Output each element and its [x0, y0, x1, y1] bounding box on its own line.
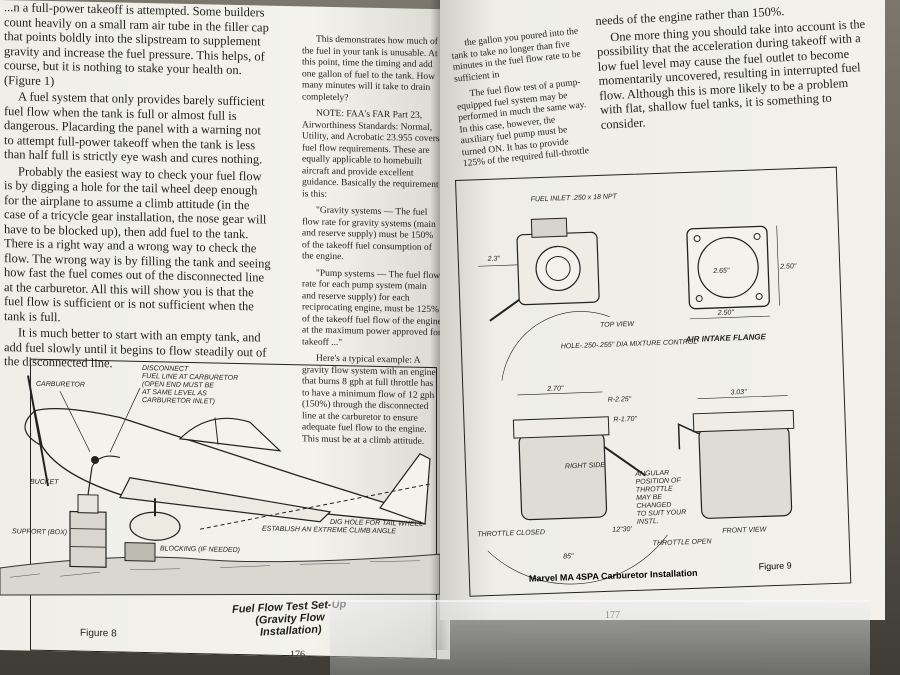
airplane-fuel-test-drawing: CARBURETOR DISCONNECT FUEL LINE AT CARBU…: [0, 365, 440, 596]
acrylic-book-stand: [330, 600, 870, 675]
right-page: the gallon you poured into the tank to t…: [440, 0, 885, 620]
label-top-view: TOP VIEW: [600, 321, 635, 329]
carb-front-view: [677, 395, 795, 519]
label-dim-2-65: 2.65": [712, 267, 730, 275]
figure-9-number: Figure 9: [758, 560, 791, 571]
paragraph: The fuel flow test of a pump-equipped fu…: [456, 77, 590, 170]
label-fuel-inlet: FUEL INLET .250 x 18 NPT: [531, 193, 618, 203]
label-dim-2-50b: 2.50": [717, 309, 735, 317]
label-front-view: FRONT VIEW: [722, 526, 768, 535]
label-right-side: RIGHT SIDE: [565, 462, 606, 470]
figure-8-number: Figure 8: [80, 627, 117, 640]
right-page-column1: the gallon you poured into the tank to t…: [450, 26, 594, 175]
label-air-intake-flange: AIR INTAKE FLANGE: [684, 332, 766, 344]
paragraph: "Gravity systems — The fuel flow rate fo…: [302, 205, 436, 263]
label-blocking: BLOCKING (IF NEEDED): [160, 545, 240, 554]
air-intake-flange: [686, 225, 780, 320]
label-throttle-open: THROTTLE OPEN: [653, 538, 713, 547]
label-angle-85: 85": [563, 553, 574, 560]
paragraph: ...n a full-power takeoff is attempted. …: [4, 0, 269, 88]
label-hole: HOLE-.250-.255" DIA MIXTURE CONTROL: [561, 339, 698, 351]
label-dim-2-70: 2.70": [546, 385, 564, 393]
paragraph: "Pump systems — The fuel flow rate for e…: [302, 268, 442, 348]
right-page-column2: needs of the engine rather than 150%. On…: [595, 0, 871, 134]
page-number-left: 176: [290, 649, 305, 660]
note-paragraph: NOTE: FAA's FAR Part 23, Airworthiness S…: [302, 108, 440, 200]
label-dim-2-50a: 2.50": [779, 263, 797, 271]
label-angle-12: 12"30': [612, 526, 632, 534]
label-dim-3-03: 3.03": [730, 389, 747, 397]
label-disconnect: DISCONNECT FUEL LINE AT CARBURETOR (OPEN…: [141, 365, 240, 406]
label-bucket: BUCKET: [30, 479, 59, 487]
left-page-text: ...n a full-power takeoff is attempted. …: [4, 0, 272, 376]
label-throttle-closed: THROTTLE CLOSED: [477, 529, 545, 538]
label-dim-2-3: 2.3": [487, 255, 501, 262]
label-angular: ANGULAR POSITION OF THROTTLE MAY BE CHAN…: [634, 469, 688, 526]
paragraph: This demonstrates how much of the fuel i…: [302, 34, 438, 103]
label-carburetor: CARBURETOR: [36, 381, 85, 389]
figure-9-title: Marvel MA 4SPA Carburetor Installation: [529, 568, 698, 584]
paragraph: Probably the easiest way to check your f…: [4, 163, 271, 324]
label-dim-r225: R-2.25": [608, 396, 632, 404]
label-dim-r170: R-1.70": [613, 416, 637, 424]
paragraph: the gallon you poured into the tank to t…: [451, 26, 582, 85]
carb-right-side-view: [487, 391, 668, 585]
carburetor-drawing: FUEL INLET .250 x 18 NPT TOP VIEW HOLE-.…: [477, 193, 797, 585]
label-hole: DIG HOLE FOR TAIL WHEEL: [330, 519, 423, 528]
paragraph: A fuel system that only provides barely …: [4, 89, 265, 167]
left-page: ...n a full-power takeoff is attempted. …: [0, 0, 450, 660]
label-establish: ESTABLISH AN EXTREME CLIMB ANGLE: [262, 525, 396, 535]
label-support: SUPPORT (BOX): [12, 528, 67, 536]
paragraph: One more thing you should take into acco…: [596, 16, 866, 132]
carb-top-view: [477, 217, 610, 381]
